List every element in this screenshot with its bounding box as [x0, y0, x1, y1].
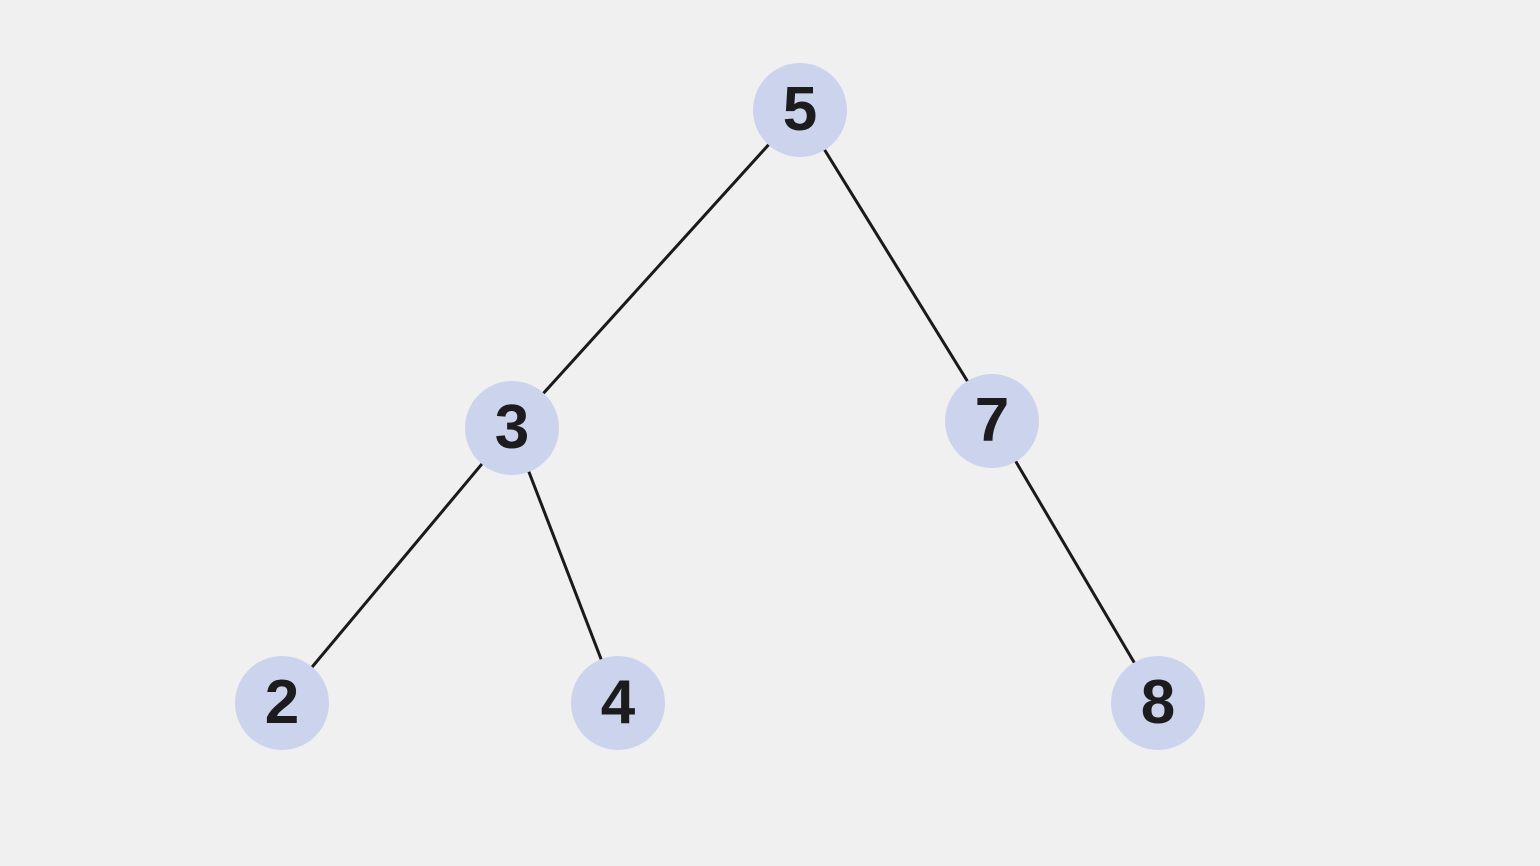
tree-node-label: 4: [600, 668, 636, 737]
tree-edge-5-7: [798, 108, 994, 423]
tree-node-5: 5: [753, 63, 847, 157]
tree-node-7: 7: [945, 374, 1039, 468]
tree-node-label: 5: [782, 75, 818, 144]
tree-node-label: 8: [1140, 668, 1176, 737]
tree-edge-3-4: [510, 426, 620, 705]
tree-node-8: 8: [1111, 656, 1205, 750]
tree-node-label: 3: [494, 393, 530, 462]
tree-node-4: 4: [571, 656, 665, 750]
tree-node-label: 7: [974, 386, 1010, 455]
tree-node-label: 2: [264, 668, 300, 737]
tree-edge-3-2: [280, 426, 514, 705]
tree-edge-5-3: [510, 108, 802, 430]
tree-node-2: 2: [235, 656, 329, 750]
tree-edge-7-8: [990, 419, 1160, 705]
tree-node-3: 3: [465, 381, 559, 475]
